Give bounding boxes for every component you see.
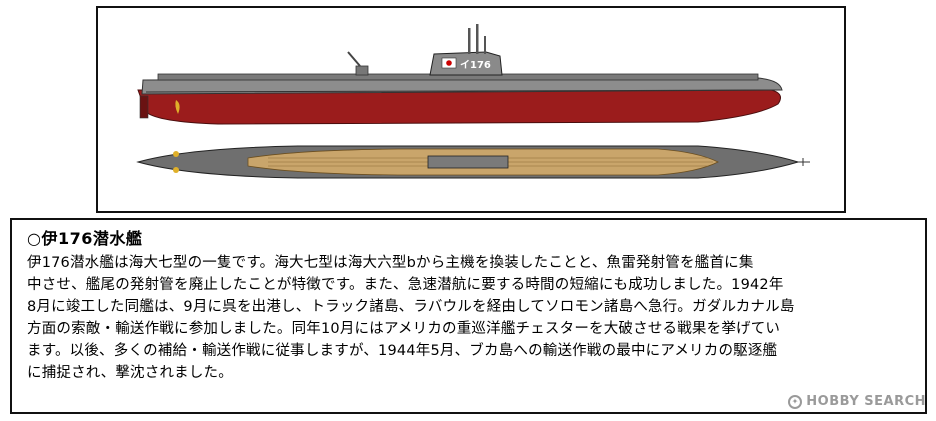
description-line: 中させ、艦尾の発射管を廃止したことが特徴です。また、急速潜航に要する時間の短縮に…	[27, 277, 784, 293]
submarine-illustration-frame: イ176	[96, 6, 846, 213]
description-line: 伊176潜水艦は海大七型の一隻です。海大七型は海大六型bから主機を換装したことと…	[27, 255, 754, 271]
hobby-search-watermark: ✦ HOBBY SEARCH	[788, 394, 926, 409]
description-line: に捕捉され、撃沈されました。	[27, 365, 233, 381]
hull-number-label: イ176	[460, 59, 491, 71]
description-title: ○伊176潜水艦	[27, 229, 143, 248]
submarine-side-view: イ176	[137, 24, 783, 125]
description-line: ます。以後、多くの補給・輸送作戦に従事しますが、1944年5月、ブカ島への輸送作…	[27, 343, 778, 359]
description-box: ○伊176潜水艦 伊176潜水艦は海大七型の一隻です。海大七型は海大六型bから主…	[10, 218, 927, 414]
submarine-top-view	[136, 145, 810, 179]
watermark-logo-icon: ✦	[788, 394, 803, 409]
submarine-illustration: イ176	[136, 24, 810, 179]
description-line: 8月に竣工した同艦は、9月に呉を出港し、トラック諸島、ラバウルを経由してソロモン…	[27, 299, 795, 315]
watermark-text: HOBBY SEARCH	[806, 394, 926, 409]
description-line: 方面の索敵・輸送作戦に参加しました。同年10月にはアメリカの重巡洋艦チェスターを…	[27, 321, 781, 337]
